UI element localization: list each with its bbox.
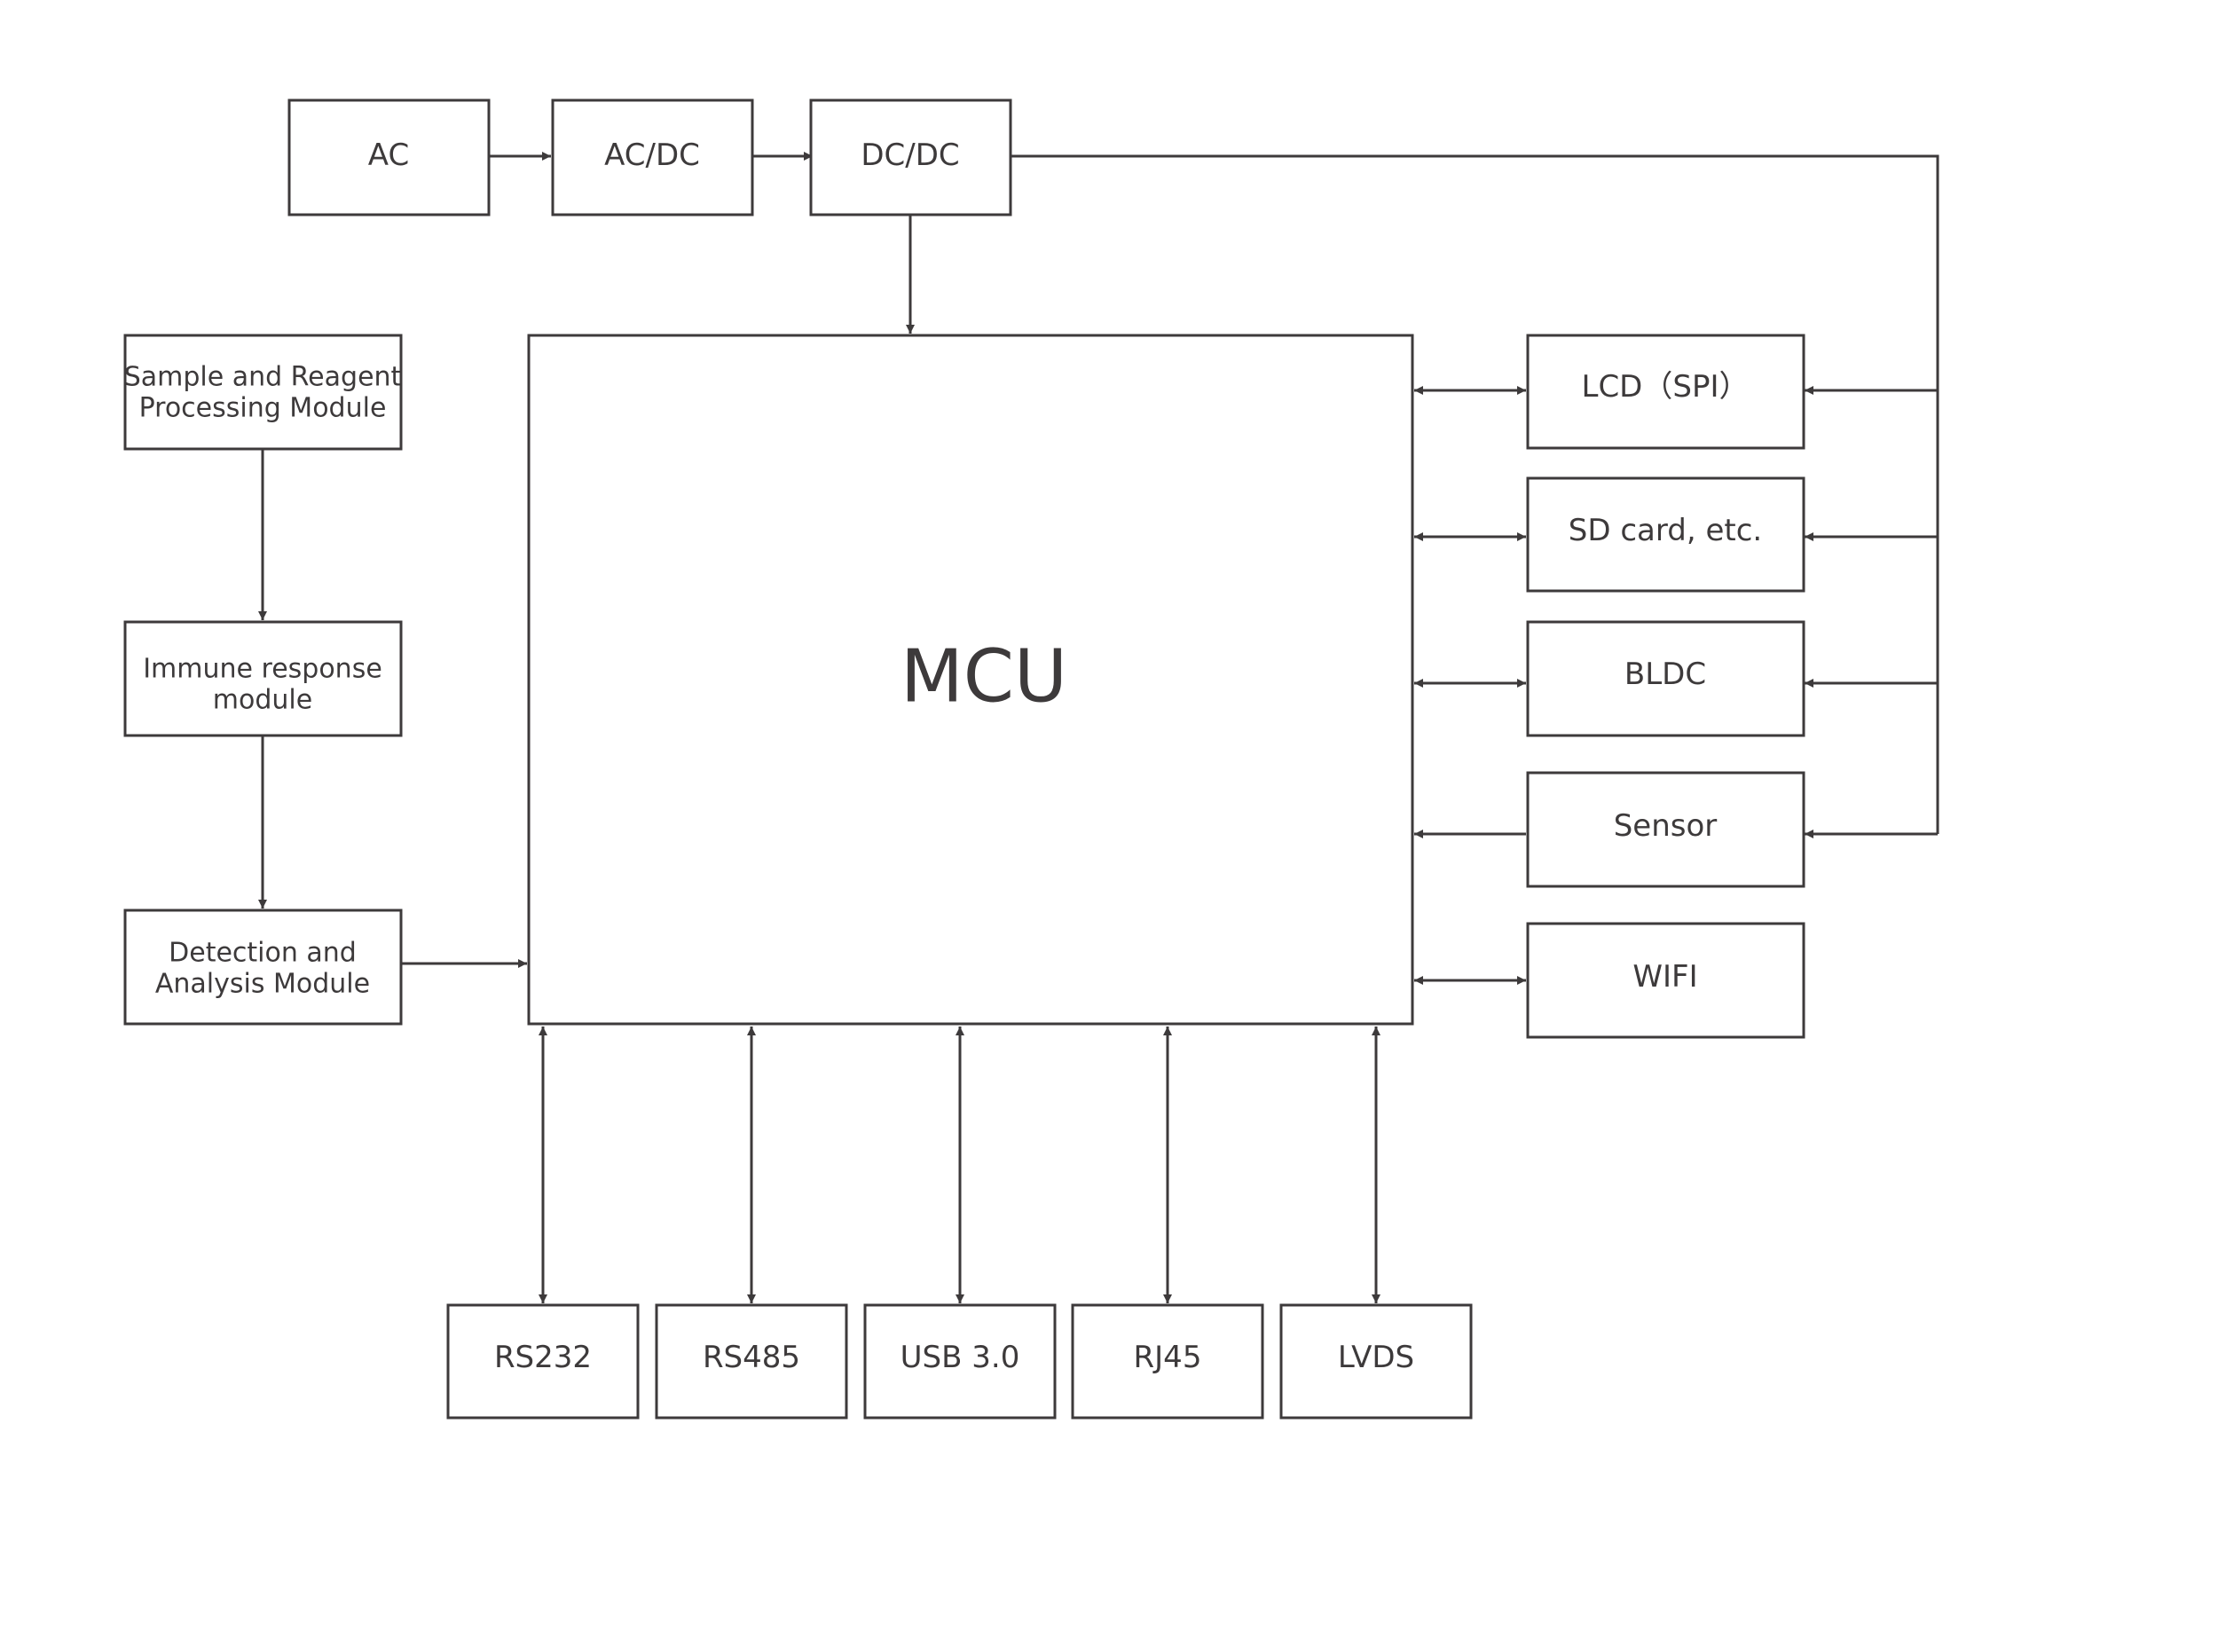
rj45-block: RJ45 (1071, 1303, 1264, 1420)
usb-label: USB 3.0 (901, 1340, 1020, 1375)
ac-label: AC (368, 138, 409, 173)
sample-label-line1: Sample and Reagent (124, 362, 402, 393)
mcu-block: MCU (527, 334, 1414, 1026)
usb-block: USB 3.0 (863, 1303, 1057, 1420)
sdcard-label: SD card, etc. (1569, 513, 1762, 548)
dcdc-block: DC/DC (809, 98, 1012, 216)
immune-label-line2: module (213, 685, 312, 716)
sample-label-line2: Processing Module (139, 393, 387, 424)
immune-response-module: Immune response module (123, 620, 403, 737)
rs232-label: RS232 (494, 1340, 592, 1375)
detection-analysis-module: Detection and Analysis Module (123, 909, 403, 1026)
lcd-label: LCD（SPI） (1582, 369, 1750, 405)
sample-reagent-module: Sample and Reagent Processing Module (123, 334, 403, 451)
immune-label-line1: Immune response (143, 654, 382, 685)
detection-label-line1: Detection and (169, 938, 357, 969)
rs485-block: RS485 (655, 1303, 848, 1420)
sdcard-block: SD card, etc. (1526, 476, 1805, 593)
dcdc-power-bus (1010, 154, 1939, 834)
wifi-label: WIFI (1632, 959, 1697, 995)
dcdc-label: DC/DC (861, 138, 959, 173)
rj45-label: RJ45 (1134, 1340, 1202, 1375)
acdc-block: AC/DC (551, 98, 754, 216)
connectors (258, 152, 1939, 1303)
sensor-label: Sensor (1614, 808, 1718, 844)
detection-label-line2: Analysis Module (155, 969, 370, 1000)
lvds-label: LVDS (1338, 1340, 1414, 1375)
mcu-label: MCU (901, 635, 1067, 720)
lvds-block: LVDS (1279, 1303, 1473, 1420)
acdc-label: AC/DC (604, 138, 700, 173)
bldc-block: BLDC (1526, 620, 1805, 737)
rs485-label: RS485 (703, 1340, 800, 1375)
wifi-block: WIFI (1526, 922, 1805, 1039)
lcd-block: LCD（SPI） (1526, 334, 1805, 450)
ac-block: AC (287, 98, 491, 216)
rs232-block: RS232 (446, 1303, 640, 1420)
sensor-block: Sensor (1526, 771, 1805, 888)
bldc-label: BLDC (1624, 657, 1706, 692)
